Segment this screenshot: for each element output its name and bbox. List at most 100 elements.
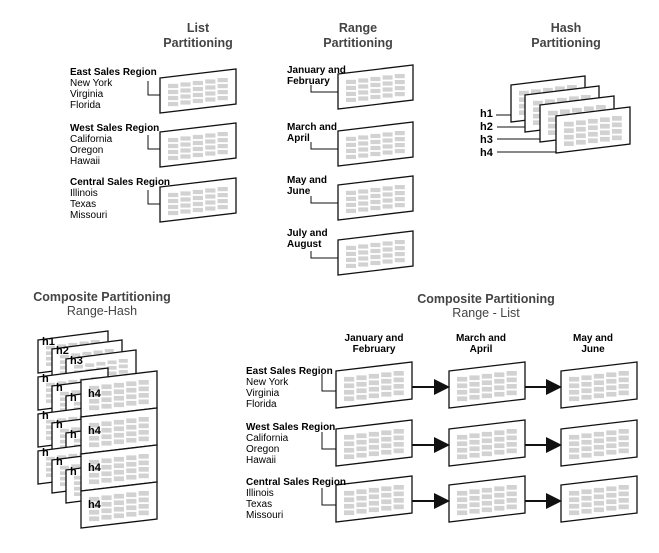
hash-label: h1 (480, 108, 493, 120)
list-group-item: Texas (70, 199, 97, 210)
composite-column-label: May and (572, 333, 614, 344)
composite-row-item: Texas (246, 499, 273, 510)
range-hash-panel (80, 370, 158, 418)
composite-row-item: Virginia (246, 388, 280, 399)
range-hash-label: h (70, 429, 77, 441)
list-group-item: California (70, 134, 113, 145)
range-hash-label: h4 (88, 388, 102, 400)
range-list-panel (448, 419, 526, 467)
hash-label: h3 (480, 134, 493, 146)
composite-column-label: March and (455, 333, 507, 344)
range-list-panel (335, 361, 413, 409)
list-group-item: New York (70, 78, 113, 89)
list-partition-panel (159, 177, 237, 223)
connector-line (321, 432, 336, 450)
list-group-label: East Sales Region (70, 67, 157, 78)
range-hash-label: h (56, 419, 63, 431)
list-group-item: Missouri (70, 210, 108, 221)
range-list-panel (560, 419, 638, 467)
range-hash-label: h2 (56, 345, 69, 357)
range-partition-panel (337, 175, 414, 221)
list-title: List (186, 21, 210, 35)
range-list-panel (335, 475, 413, 523)
range-hash-label: h (70, 392, 77, 404)
composite-row-label: West Sales Region (246, 422, 336, 433)
composite-row-item: California (246, 433, 289, 444)
list-group-item: Florida (70, 100, 101, 111)
composite-row-label: Central Sales Region (246, 477, 347, 488)
range-hash-label: h (56, 456, 63, 468)
composite-column-label: February (352, 344, 396, 355)
connector-line (310, 142, 338, 150)
range-hash-label: h (56, 382, 63, 394)
connector-line (147, 135, 160, 150)
range-hash-label: h4 (88, 425, 102, 437)
composite-row-item: New York (246, 377, 289, 388)
composite-column-label: April (469, 344, 493, 355)
hash-label: h2 (480, 121, 493, 133)
range-hash-label: h (42, 410, 49, 422)
composite-row-item: Florida (246, 399, 277, 410)
range-list-panel (448, 361, 526, 409)
composite-column-label: January and (344, 333, 404, 344)
range-title-2: Partitioning (323, 36, 393, 50)
composite-hash-title: Composite Partitioning (33, 290, 171, 304)
hash-title-2: Partitioning (531, 36, 601, 50)
list-group-item: Oregon (70, 145, 104, 156)
list-partition-panel (159, 122, 237, 168)
range-label: July and (287, 228, 328, 239)
composite-list-subtitle: Range - List (452, 306, 520, 320)
range-hash-label: h (70, 466, 77, 478)
list-group-item: Virginia (70, 89, 104, 100)
range-hash-label: h1 (42, 336, 55, 348)
range-hash-label: h4 (88, 462, 102, 474)
range-title: Range (338, 21, 378, 35)
range-hash-label: h4 (88, 499, 102, 511)
range-label: August (287, 239, 322, 250)
range-partition-panel (337, 230, 414, 276)
range-hash-label: h (42, 447, 49, 459)
connector-line (321, 374, 336, 392)
range-hash-label: h (42, 373, 49, 385)
range-hash-panel (80, 444, 158, 492)
range-label: June (287, 186, 311, 197)
range-label: May and (287, 175, 328, 186)
range-partition-panel (337, 64, 414, 110)
hash-title: Hash (550, 21, 582, 35)
connector-line (321, 488, 336, 506)
composite-column-label: June (581, 344, 605, 355)
range-label: January and (287, 65, 346, 76)
range-list-panel (335, 419, 413, 467)
range-label: April (287, 133, 310, 144)
composite-hash-subtitle: Range-Hash (66, 304, 138, 318)
range-label: March and (287, 122, 338, 133)
list-title-2: Partitioning (163, 36, 233, 50)
range-hash-label: h3 (70, 355, 83, 367)
range-label: February (287, 76, 330, 87)
composite-list-title: Composite Partitioning (417, 292, 555, 306)
composite-row-label: East Sales Region (246, 366, 333, 377)
list-group-item: Illinois (70, 188, 98, 199)
list-group-label: Central Sales Region (70, 177, 171, 188)
range-hash-panel (80, 407, 158, 455)
hash-label: h4 (480, 147, 493, 159)
range-partition-panel (337, 121, 414, 167)
list-group-item: Hawaii (70, 156, 101, 167)
range-list-panel (448, 475, 526, 523)
composite-row-item: Missouri (246, 510, 284, 521)
list-partition-panel (159, 68, 237, 114)
range-hash-panel (80, 481, 158, 529)
composite-row-item: Oregon (246, 444, 280, 455)
list-group-label: West Sales Region (70, 123, 160, 134)
range-list-panel (560, 361, 638, 409)
composite-row-item: Illinois (246, 488, 274, 499)
connector-line (310, 85, 338, 93)
connector-line (147, 81, 160, 96)
hash-partition-panel (555, 106, 631, 154)
connector-line (310, 196, 338, 204)
connector-line (310, 251, 338, 259)
composite-row-item: Hawaii (246, 455, 277, 466)
range-list-panel (560, 475, 638, 523)
